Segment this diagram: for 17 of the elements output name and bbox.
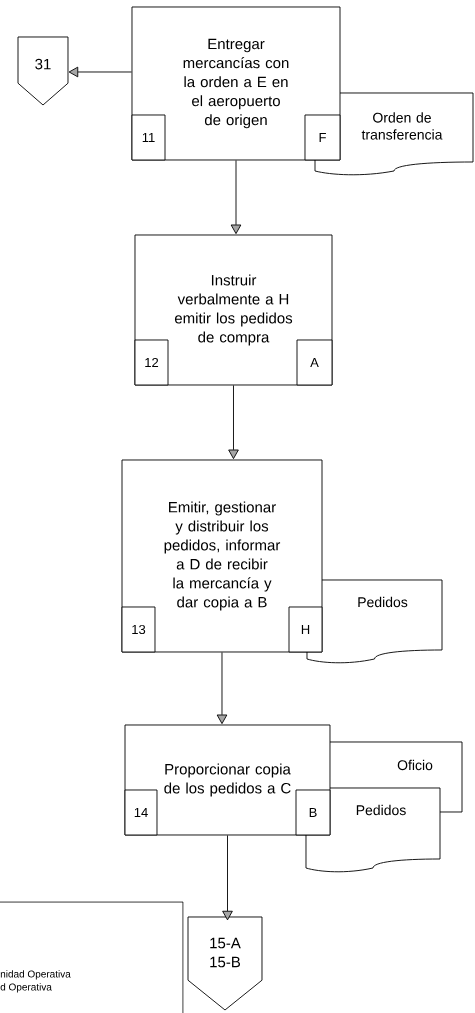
reference-box: 11: [131, 114, 166, 161]
reference-box: H: [288, 606, 323, 653]
arrow: [230, 160, 242, 235]
signature-box: nidad Operativa d Operativa: [0, 901, 184, 1013]
reference-box: F: [304, 114, 341, 161]
arrow: [68, 66, 132, 78]
reference-box: B: [295, 789, 331, 836]
off-page-connector: 15-A 15-B: [187, 916, 263, 1011]
arrow: [222, 835, 233, 921]
reference-box: 14: [124, 789, 158, 836]
off-page-connector: 31: [17, 36, 69, 106]
reference-box: 12: [134, 339, 169, 386]
document-label: Oficio: [397, 759, 433, 771]
reference-box: 13: [121, 606, 156, 653]
arrow: [228, 385, 239, 460]
arrow: [216, 652, 228, 725]
reference-box: A: [296, 339, 333, 386]
